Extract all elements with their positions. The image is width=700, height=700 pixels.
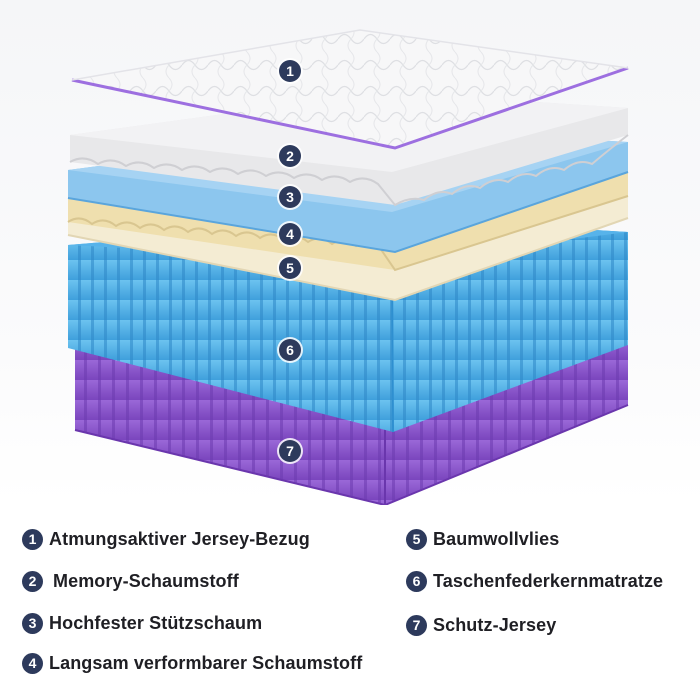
legend-badge-7: 7 [406,614,427,636]
legend-label-1: Atmungsaktiver Jersey-Bezug [49,528,310,549]
legend-badge-6: 6 [406,570,427,592]
legend-item-5: 5 Baumwollvlies [406,524,559,554]
legend-badge-2: 2 [22,570,43,592]
legend-badge-4: 4 [22,652,43,674]
marker-1: 1 [279,60,301,82]
legend-label-4: Langsam verformbarer Schaumstoff [49,652,363,673]
legend-item-2: 2 Memory-Schaumstoff [22,566,239,596]
layer-legend: 1 Atmungsaktiver Jersey-Bezug 2 Memory-S… [0,510,700,700]
legend-badge-3: 3 [22,612,43,634]
marker-4: 4 [279,223,301,245]
legend-item-3: 3 Hochfester Stützschaum [22,608,262,638]
legend-item-6: 6 Taschenfederkernmatratze [406,566,663,596]
marker-7: 7 [279,440,301,462]
legend-badge-1: 1 [22,528,43,550]
legend-badge-5: 5 [406,528,427,550]
legend-item-4: 4 Langsam verformbarer Schaumstoff [22,648,362,678]
marker-3: 3 [279,186,301,208]
legend-label-7: Schutz-Jersey [433,614,557,635]
mattress-layers-svg [67,29,629,507]
layer-1-jersey-cover [71,29,629,150]
legend-item-1: 1 Atmungsaktiver Jersey-Bezug [22,524,310,554]
legend-label-6: Taschenfederkernmatratze [433,570,664,591]
legend-label-5: Baumwollvlies [433,528,560,549]
mattress-illustration: 1 2 3 4 5 6 7 [0,0,700,507]
legend-item-7: 7 Schutz-Jersey [406,610,556,640]
legend-label-2: Memory-Schaumstoff [53,570,239,591]
marker-2: 2 [279,145,301,167]
marker-5: 5 [279,257,301,279]
legend-label-3: Hochfester Stützschaum [49,612,263,633]
marker-6: 6 [279,339,301,361]
